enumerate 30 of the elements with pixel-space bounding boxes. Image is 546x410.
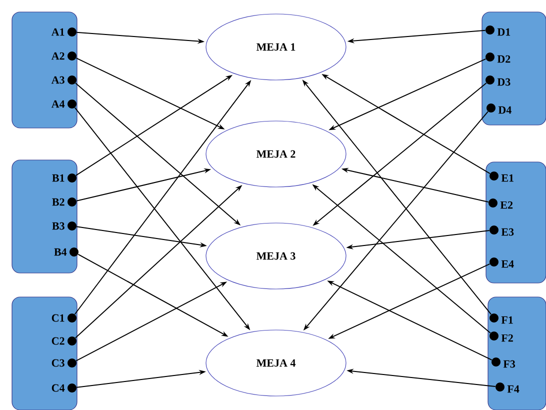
group-panel xyxy=(488,296,546,410)
item-label: C3 xyxy=(52,359,64,367)
item-label: D1 xyxy=(497,28,510,36)
item-label: D3 xyxy=(497,78,510,86)
item-label: F1 xyxy=(501,316,513,324)
item-label: E1 xyxy=(501,174,514,182)
group-panel xyxy=(12,296,78,410)
item-label: B4 xyxy=(54,248,67,256)
item-label: B3 xyxy=(52,222,64,230)
item-label: C4 xyxy=(52,384,65,392)
group-panel xyxy=(482,12,546,126)
item-label: A4 xyxy=(51,100,65,108)
item-label: F4 xyxy=(507,385,520,393)
group-panel xyxy=(12,12,78,128)
item-label: B2 xyxy=(52,198,64,206)
item-label: A2 xyxy=(51,52,64,60)
item-label: E4 xyxy=(501,260,514,268)
item-label: A1 xyxy=(51,28,64,36)
item-label: B1 xyxy=(52,174,64,182)
item-label: C2 xyxy=(52,337,64,345)
item-label: D2 xyxy=(497,55,510,63)
item-label: E3 xyxy=(501,228,514,236)
item-label: D4 xyxy=(498,106,512,114)
item-label: A3 xyxy=(51,76,64,84)
item-label: F2 xyxy=(501,334,513,342)
item-label: E2 xyxy=(500,201,513,209)
group-panel xyxy=(486,162,546,284)
item-label: F3 xyxy=(503,360,516,368)
group-panel xyxy=(12,160,78,274)
item-label: C1 xyxy=(52,314,64,322)
